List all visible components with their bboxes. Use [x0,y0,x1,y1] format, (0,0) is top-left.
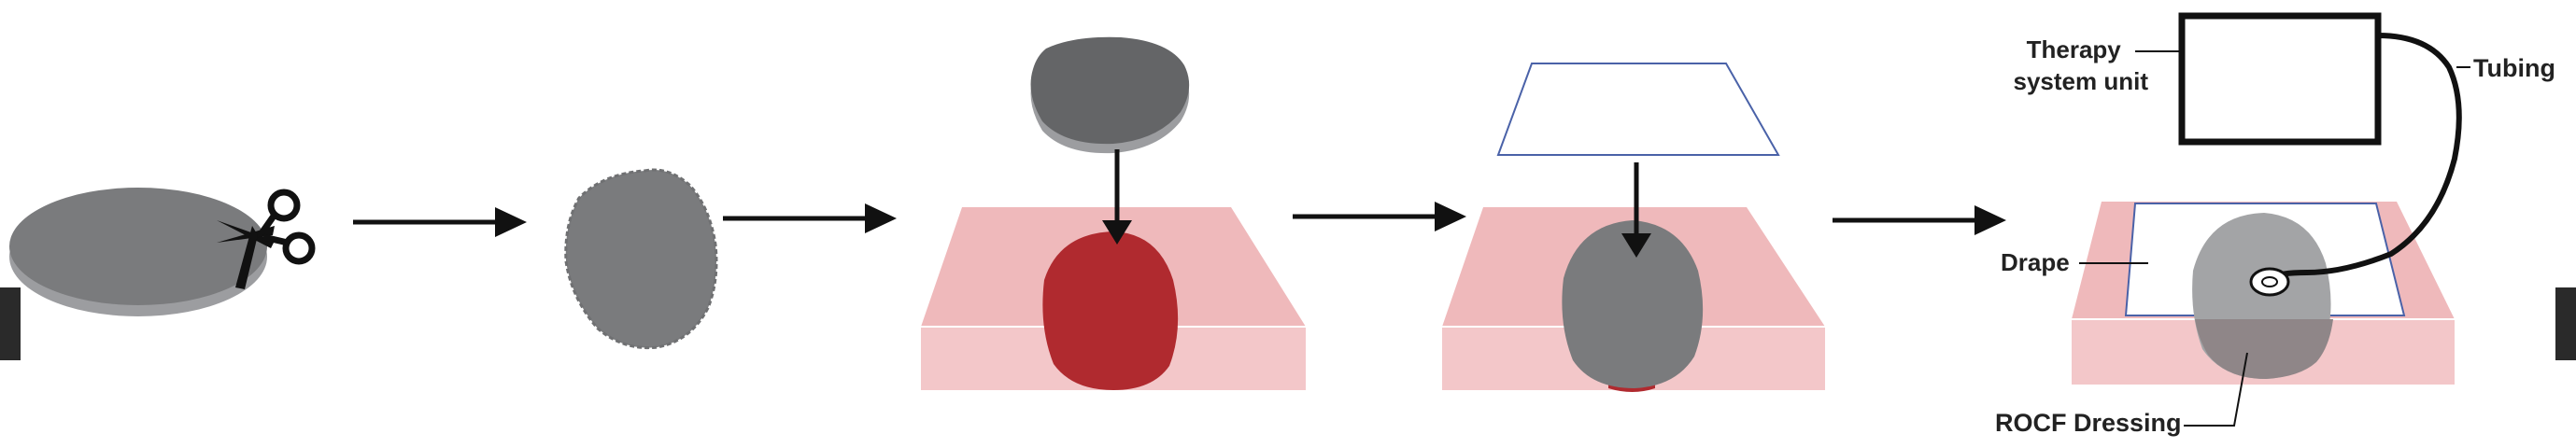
left-edge-tab [0,287,21,360]
arrow-down-icon [1621,162,1651,258]
foam-disc [9,188,267,305]
arrow-right-icon [353,207,527,237]
port-connector-icon [2249,267,2290,297]
foam-stack-top [1030,36,1190,145]
rocf-dressing-below-drape [2195,319,2333,379]
drape-label: Drape [2001,248,2070,276]
arrow-right-icon [1833,205,2006,235]
tubing-label: Tubing [2473,54,2555,82]
therapy-system-unit [2178,12,2382,146]
rocf-dressing-label: ROCF Dressing [1995,409,2182,437]
step-cut-foam [9,188,316,316]
step-place-foam [921,36,1306,390]
arrow-right-icon [723,203,897,233]
foam-in-wound [1562,220,1704,388]
rocf-dressing-leader [2184,352,2248,427]
step-connect-therapy: Therapy system unit Tubing Drape ROCF Dr… [1995,12,2555,437]
therapy-unit-label: Therapy system unit [2014,35,2149,95]
shaped-foam-piece [564,168,718,350]
tubing [2268,33,2462,281]
arrow-right-icon [1293,202,1466,231]
right-edge-tab [2555,287,2576,360]
drape-sheet [1496,63,1780,156]
step-apply-drape [1442,63,1825,392]
arrow-down-icon [1102,149,1132,245]
wound [1042,231,1179,390]
step-shaped-foam [564,168,718,350]
scissors-icon [217,189,316,289]
